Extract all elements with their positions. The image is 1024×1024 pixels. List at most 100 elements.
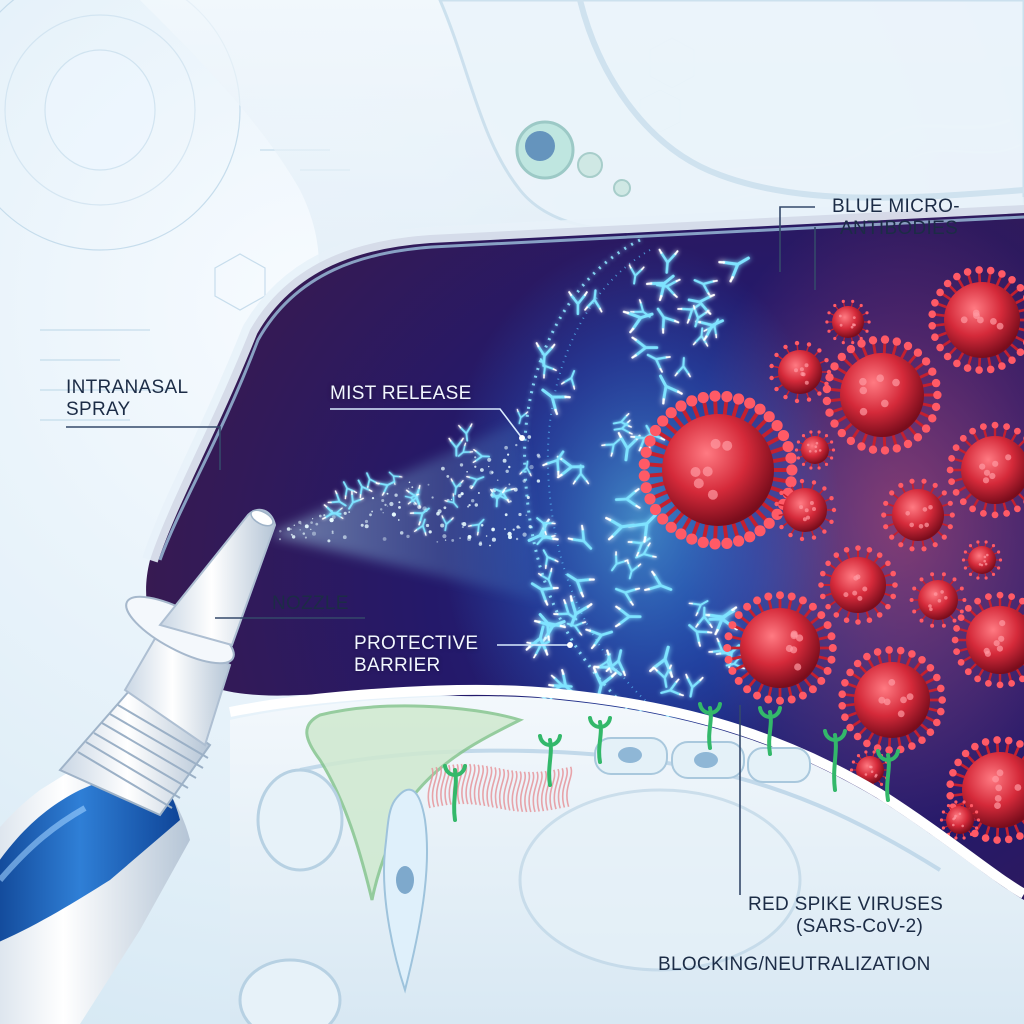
label-red-spike-viruses-line1: RED SPIKE VIRUSES — [748, 894, 944, 915]
mist-particle — [507, 453, 510, 456]
mist-particle — [425, 523, 430, 528]
antibody-icon — [653, 664, 673, 689]
antibody-icon — [566, 573, 595, 598]
mist-particle — [291, 535, 296, 539]
mist-particle — [480, 468, 484, 472]
mist-particle — [491, 471, 494, 474]
antibody-icon — [630, 432, 654, 452]
antibody-icon — [628, 264, 645, 285]
antibody-icon — [348, 490, 364, 510]
mist-particle — [474, 456, 477, 459]
antibody-icon — [718, 256, 750, 283]
mist-particle — [408, 481, 411, 484]
mist-particle — [436, 511, 440, 516]
mist-particle — [286, 527, 291, 531]
mist-particle — [522, 479, 527, 483]
virus-icon — [909, 572, 967, 628]
mist-particle — [474, 465, 477, 468]
antibody-icon — [614, 587, 641, 606]
mist-particle — [489, 470, 494, 475]
mist-particle — [327, 539, 331, 543]
mist-particle — [525, 514, 528, 517]
mist-particle — [446, 475, 450, 478]
antibody-icon — [448, 437, 464, 457]
antibody-icon — [688, 624, 713, 647]
mist-particle — [299, 528, 302, 531]
antibody-icon — [519, 460, 532, 477]
antibody-icon — [646, 353, 671, 373]
leader-mist-release-dot — [519, 435, 525, 441]
mist-particle — [389, 501, 394, 507]
antibody-icon — [457, 442, 474, 457]
mist-particle — [315, 522, 319, 526]
virus-icon — [794, 430, 836, 470]
virus-icon — [723, 591, 837, 705]
cell-nucleus — [396, 866, 414, 894]
virus-icon — [822, 335, 942, 455]
mist-particle — [488, 465, 490, 468]
antibody-icon — [692, 327, 709, 347]
nasal-spray-bottle-icon — [0, 508, 277, 1024]
mist-particle — [323, 514, 326, 517]
antibody-icon — [645, 274, 675, 302]
antibody-icon — [322, 504, 342, 520]
label-protective-barrier: PROTECTIVE BARRIER — [354, 633, 478, 677]
antibody-icon — [357, 479, 373, 499]
mist-particle — [310, 528, 312, 531]
mist-particle — [391, 512, 397, 517]
virus-icon — [881, 478, 955, 552]
mist-particle — [480, 523, 484, 527]
mist-particle — [457, 494, 462, 498]
mist-particle — [467, 505, 470, 508]
mist-particle — [431, 496, 434, 499]
mist-particle — [436, 540, 439, 543]
leader-blue-micro-antibodies — [779, 206, 815, 272]
mist-particle — [398, 505, 401, 509]
antibody-icon — [677, 303, 701, 324]
mist-particle — [304, 536, 307, 539]
mist-particle — [461, 526, 464, 529]
antibody-icon — [685, 673, 704, 698]
virus-icon — [939, 800, 981, 840]
mist-particle — [369, 513, 372, 517]
antibody-icon — [613, 419, 633, 435]
label-protective-barrier-line1: PROTECTIVE — [354, 633, 479, 654]
mist-particle — [468, 503, 471, 507]
mist-particle — [515, 537, 519, 541]
mist-particle — [526, 495, 530, 500]
antibody-icon — [687, 293, 716, 315]
virus-icon — [951, 591, 1024, 689]
antibody-icon — [516, 408, 529, 425]
mist-particle — [311, 531, 317, 536]
nasal-cavity-wall-inner — [158, 215, 1024, 561]
antibody-icon — [695, 319, 724, 341]
mist-particle — [444, 539, 447, 541]
mist-particle — [536, 453, 540, 457]
leader-mist-release — [330, 408, 523, 439]
mist-particle — [411, 486, 414, 489]
nasal-cavity-wall — [142, 197, 1024, 563]
antibody-icon — [413, 518, 427, 536]
receptor-icon — [758, 706, 782, 756]
mist-particle — [466, 471, 468, 473]
antibody-icon — [627, 513, 657, 543]
epithelial-cells — [594, 737, 811, 783]
label-leaders — [66, 206, 816, 895]
mist-particle — [450, 498, 453, 501]
mist-particle — [331, 530, 334, 533]
mist-particle — [516, 525, 520, 529]
antibody-icon — [327, 490, 347, 507]
mist-particle — [459, 463, 464, 467]
virus-icon — [769, 340, 832, 404]
antibody-icon — [466, 475, 485, 490]
mist-particle — [474, 503, 478, 507]
antibody-icon — [536, 517, 556, 536]
antibody-icon — [560, 369, 576, 390]
antibody-icon — [660, 678, 684, 697]
mist-particle — [478, 542, 483, 546]
antibody-icon — [444, 493, 459, 508]
antibody-icon — [630, 299, 651, 318]
mist-particle — [399, 531, 404, 535]
mist-particle — [477, 492, 480, 494]
